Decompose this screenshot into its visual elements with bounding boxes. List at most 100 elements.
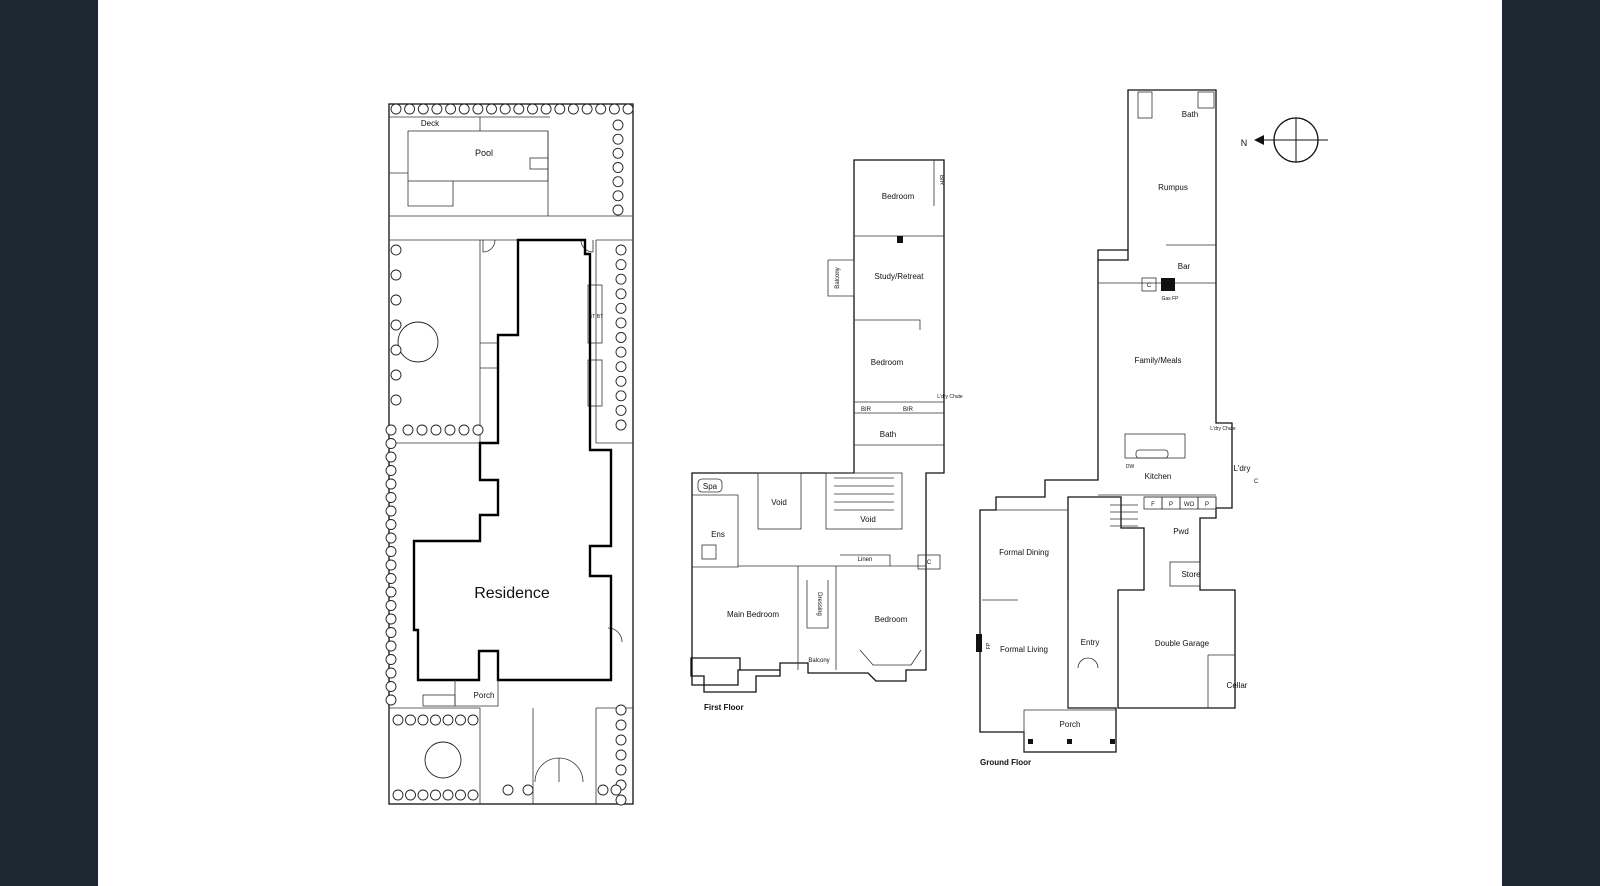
front-gate [534,757,584,783]
shrub-icon [385,694,397,706]
cellar-label: Cellar [1227,681,1248,690]
first-floor-outline [690,159,945,693]
shrub-icon [430,789,441,801]
pool-label: Pool [475,148,493,158]
entry-door [1077,657,1099,669]
shrub-icon [385,546,397,557]
shower-icon [1197,91,1215,109]
shrub-icon [554,103,566,115]
entry-label: Entry [1081,638,1100,647]
shrub-icon [385,505,397,517]
formal-dining-label: Formal Dining [999,548,1049,557]
bt-tanks [587,284,603,344]
large-tree-icon [424,741,462,779]
shrub-icon [567,103,579,115]
bir-label: BIR [938,175,944,186]
shrub-icon [385,559,397,571]
sink-icon [1135,449,1169,459]
shrub-icon [390,103,402,115]
column [897,236,903,243]
shrub-icon [390,344,402,356]
void-right-box [825,472,903,530]
ground-floor-caption: Ground Floor [980,758,1031,767]
ens-label: Ens [711,530,725,539]
shrub-icon [390,244,402,256]
shrub-icon [405,789,416,801]
shrub-icon [455,789,466,801]
shrub-icon [467,714,479,726]
shrub-icon [597,784,609,796]
shrub-icon [385,451,397,463]
bar-label: Bar [1178,262,1191,271]
shrub-icon [417,789,429,801]
tree-icons [385,103,634,806]
yard-east [595,240,633,444]
shrub-icon [486,103,497,115]
shrub-icon [581,103,593,115]
kitchen-label: Kitchen [1145,472,1172,481]
shrub-icon [472,424,484,436]
porch-label: Porch [1060,720,1081,729]
side-gate-left [482,239,496,253]
shrub-icon [404,103,416,115]
formal-living-label: Formal Living [1000,645,1048,654]
shrub-icon [390,269,402,281]
shrub-icon [416,424,428,436]
shrub-icon [615,749,627,761]
fireplace [976,634,982,652]
shrub-icon [499,103,511,115]
shrub-icon [430,424,442,436]
shrub-icon [615,794,627,806]
shrub-icon [615,419,627,431]
fridge-label: F [1151,502,1155,508]
shrub-icon [612,162,624,173]
linen-label: Linen [858,557,873,563]
bay-window [859,649,922,666]
shrub-icon [385,519,397,530]
pool-step [407,181,454,207]
dressing-label: Dressing [816,592,822,616]
first-floor-caption: First Floor [704,703,744,712]
shrub-icon [615,346,627,358]
void-label: Void [771,498,787,507]
shrub-icon [385,640,397,652]
shrub-icon [527,103,538,115]
first-floor-plan: Bedroom BIR Balcony Study/Retreat Bedroo… [690,159,963,712]
shrub-icon [612,176,624,188]
side-balcony [827,259,855,297]
shrub-icon [615,764,627,776]
pantry-box [1197,496,1217,510]
cupboard-box [1141,277,1157,292]
laundry-chute-label: L'dry Chute [937,394,963,400]
porch-label: Porch [474,691,495,700]
shrub-icon [472,103,484,115]
shrub-icon [444,424,456,436]
main-bedroom-label: Main Bedroom [727,610,779,619]
linen-box [840,554,891,566]
shrub-icon [392,714,404,726]
site-boundary [388,103,634,805]
shrub-icon [390,369,402,381]
kitchen-island [1124,433,1186,459]
shrub-icon [385,478,397,490]
shrub-icon [458,424,470,436]
front-garden [389,707,481,804]
cupboard-label: C [1254,479,1259,485]
shrub-icon [615,244,627,256]
shrub-icon [442,789,454,801]
shrub-icon [615,404,627,416]
shrub-icon [615,704,627,716]
bt-label: BT [597,314,603,320]
shrub-icon [442,714,454,726]
shrub-icon [612,119,624,131]
shrub-icon [390,319,402,331]
cupboard-box [917,554,941,570]
side-gate-right [580,239,594,253]
garden-bed [480,342,499,369]
porch-outline [454,680,499,707]
shrub-icon [385,586,397,598]
laundry-chute-label: L'dry Chute [1210,426,1236,432]
shrub-icon [502,784,514,796]
shrub-icon [385,492,397,503]
